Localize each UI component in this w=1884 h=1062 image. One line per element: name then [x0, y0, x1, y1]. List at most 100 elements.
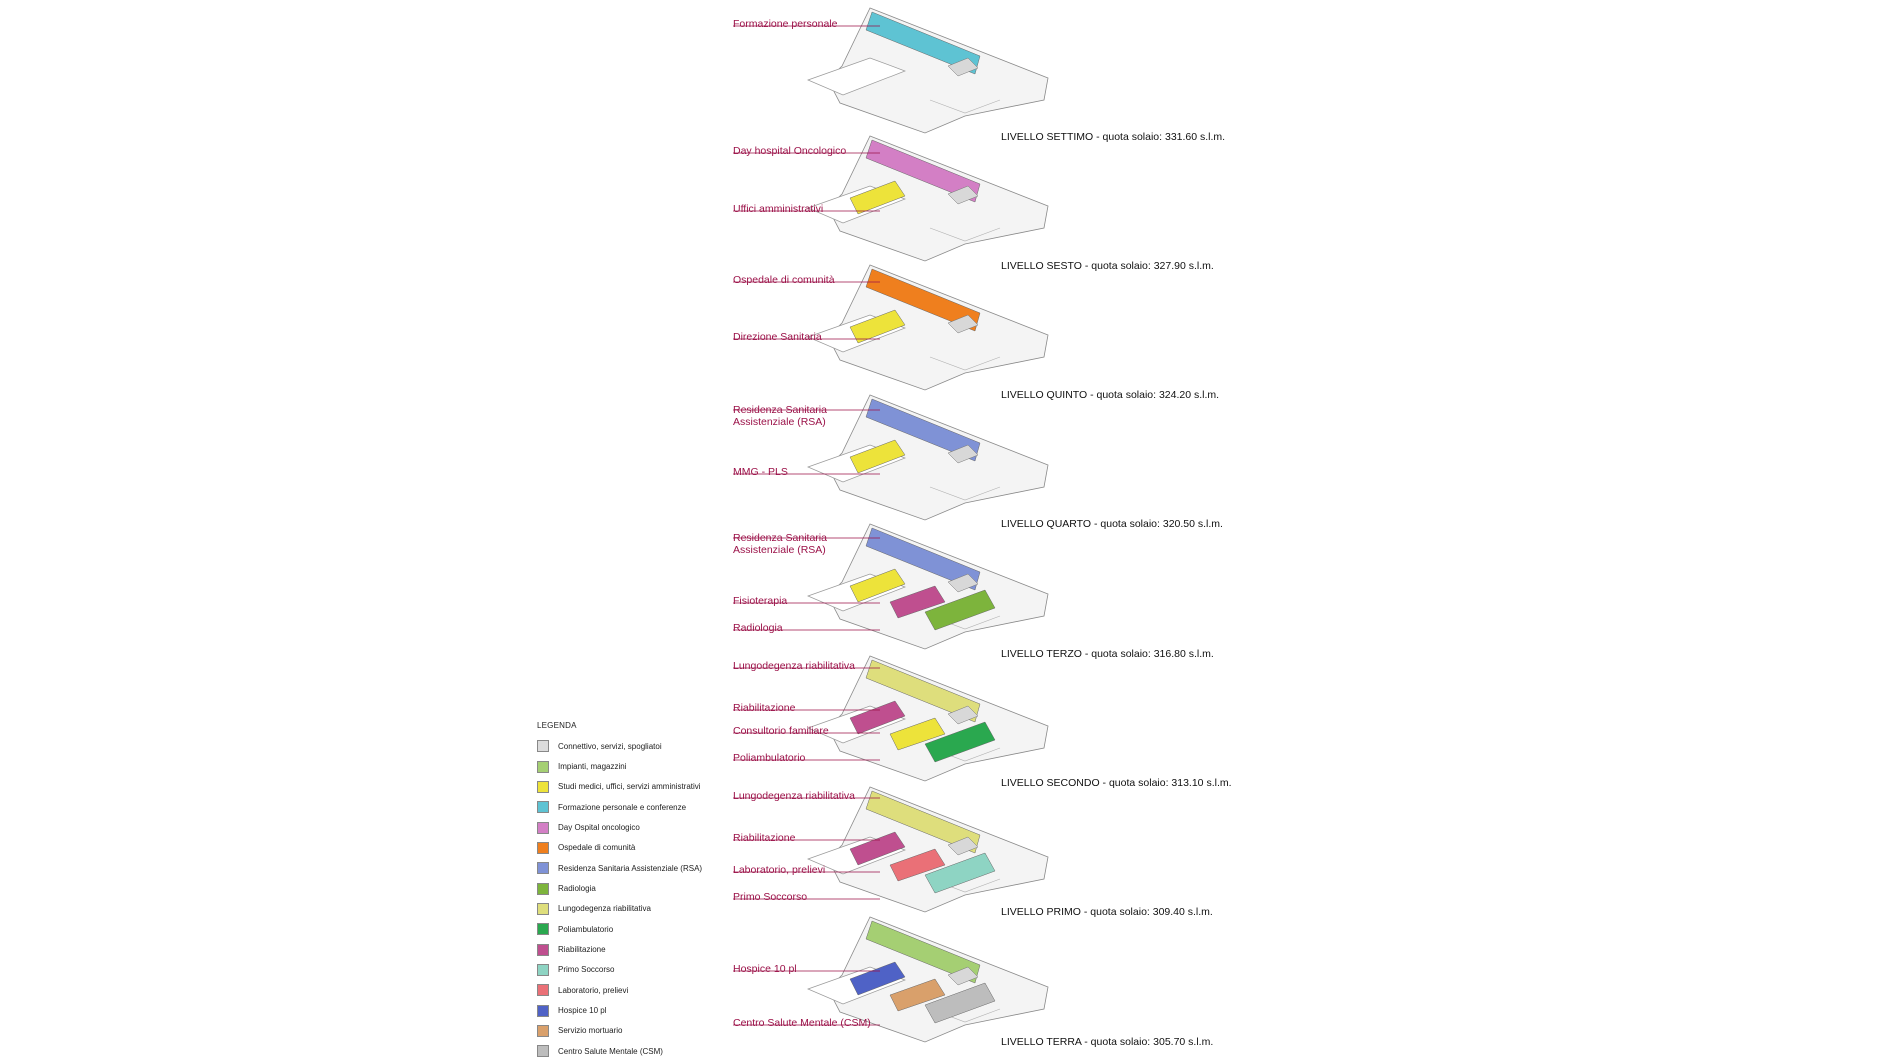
- service-core: [947, 573, 979, 593]
- legend-swatch: [537, 1004, 549, 1017]
- function-label: Formazione personale: [733, 18, 838, 30]
- legend-label: Poliambulatorio: [558, 924, 614, 934]
- function-label: Laboratorio, prelievi: [733, 864, 826, 876]
- level-caption: LIVELLO SETTIMO - quota solaio: 331.60 s…: [1001, 131, 1226, 143]
- service-core: [947, 57, 979, 77]
- legend-item: Ospedale di comunità: [537, 838, 727, 858]
- service-core: [947, 314, 979, 334]
- floor-line: [929, 356, 1001, 371]
- level-caption: LIVELLO TERZO - quota solaio: 316.80 s.l…: [1001, 648, 1214, 660]
- function-label: Residenza Sanitaria Assistenziale (RSA): [733, 404, 827, 428]
- legend-swatch: [537, 963, 549, 976]
- legend-swatch: [537, 902, 549, 915]
- legend-item: Laboratorio, prelievi: [537, 980, 727, 1000]
- legend-label: Hospice 10 pl: [558, 1006, 607, 1016]
- zone-block-secondary: [849, 180, 906, 215]
- function-label: Consultorio familiare: [733, 725, 829, 737]
- legend-item: Centro Salute Mentale (CSM): [537, 1041, 727, 1061]
- service-core: [947, 836, 979, 856]
- legend-label: Primo Soccorso: [558, 965, 615, 975]
- zone-block-secondary: [849, 439, 906, 474]
- function-label: Radiologia: [733, 622, 783, 634]
- level-caption: LIVELLO SECONDO - quota solaio: 313.10 s…: [1001, 777, 1232, 789]
- legend-label: Studi medici, uffici, servizi amministra…: [558, 782, 701, 792]
- function-label: Uffici amministrativi: [733, 203, 824, 215]
- zone-block-main: [865, 398, 981, 462]
- legend-swatch: [537, 760, 549, 773]
- legend-swatch: [537, 740, 549, 753]
- zone-block-main: [865, 527, 981, 591]
- legend-swatch: [537, 841, 549, 854]
- legend-swatch: [537, 821, 549, 834]
- function-label: Hospice 10 pl: [733, 963, 797, 975]
- legend-item: Primo Soccorso: [537, 960, 727, 980]
- legend-label: Servizio mortuario: [558, 1026, 623, 1036]
- function-label: Primo Soccorso: [733, 891, 808, 903]
- floor-wing: [807, 57, 906, 96]
- legend-label: Riabilitazione: [558, 945, 606, 955]
- legend-item: Day Ospital oncologico: [537, 817, 727, 837]
- zone-block-fourth: [924, 852, 996, 894]
- zone-block-main: [865, 659, 981, 723]
- zone-block-fourth: [924, 589, 996, 631]
- legend-label: Laboratorio, prelievi: [558, 985, 629, 995]
- legend-item: Formazione personale e conferenze: [537, 797, 727, 817]
- legend-item: Hospice 10 pl: [537, 1000, 727, 1020]
- floor-plan-4: [733, 523, 1049, 650]
- legend-swatch: [537, 1045, 549, 1058]
- zone-block-third: [889, 848, 946, 882]
- legend-swatch: [537, 943, 549, 956]
- function-label: Riabilitazione: [733, 832, 796, 844]
- legend-item: Connettivo, servizi, spogliatoi: [537, 736, 727, 756]
- legend-label: Connettivo, servizi, spogliatoi: [558, 741, 662, 751]
- zone-block-third: [889, 717, 946, 751]
- level-caption: LIVELLO QUINTO - quota solaio: 324.20 s.…: [1001, 389, 1220, 401]
- function-label: Ospedale di comunità: [733, 274, 835, 286]
- legend-swatch: [537, 984, 549, 997]
- function-label: Direzione Sanitaria: [733, 331, 822, 343]
- zone-block-main: [865, 920, 981, 984]
- legend-swatch: [537, 862, 549, 875]
- level-caption: LIVELLO QUARTO - quota solaio: 320.50 s.…: [1001, 518, 1223, 530]
- legend-item: Poliambulatorio: [537, 919, 727, 939]
- floor-plan-0: [733, 7, 1049, 134]
- floor-plan-1: [733, 135, 1049, 262]
- legend-label: Residenza Sanitaria Assistenziale (RSA): [558, 863, 703, 873]
- function-label: Riabilitazione: [733, 702, 796, 714]
- legend-swatch: [537, 882, 549, 895]
- legend-item: Impianti, magazzini: [537, 756, 727, 776]
- legend-item: Lungodegenza riabilitativa: [537, 899, 727, 919]
- floor-plan-5: [733, 655, 1049, 782]
- legend-swatch: [537, 780, 549, 793]
- function-label: Residenza Sanitaria Assistenziale (RSA): [733, 532, 827, 556]
- legend-item: Radiologia: [537, 878, 727, 898]
- function-label: Lungodegenza riabilitativa: [733, 660, 856, 672]
- function-label: Lungodegenza riabilitativa: [733, 790, 856, 802]
- function-label: Fisioterapia: [733, 595, 788, 607]
- service-core: [947, 185, 979, 205]
- floor-line: [929, 227, 1001, 242]
- zone-block-secondary: [849, 961, 906, 996]
- zone-block-fourth: [924, 721, 996, 763]
- zone-block-secondary: [849, 700, 906, 735]
- floor-line: [929, 486, 1001, 501]
- function-label: Day hospital Oncologico: [733, 145, 847, 157]
- floor-plan-7: [733, 916, 1049, 1043]
- level-caption: LIVELLO PRIMO - quota solaio: 309.40 s.l…: [1001, 906, 1213, 918]
- legend-item: Residenza Sanitaria Assistenziale (RSA): [537, 858, 727, 878]
- legend-item: Servizio mortuario: [537, 1021, 727, 1041]
- legend-swatch: [537, 801, 549, 814]
- floor-plan-3: [733, 394, 1049, 521]
- zone-block-secondary: [849, 309, 906, 344]
- legend-swatch: [537, 1024, 549, 1037]
- function-label: Centro Salute Mentale (CSM): [733, 1017, 871, 1029]
- function-label: MMG - PLS: [733, 466, 788, 478]
- service-core: [947, 966, 979, 986]
- service-core: [947, 705, 979, 725]
- legend-label: Formazione personale e conferenze: [558, 802, 687, 812]
- level-caption: LIVELLO SESTO - quota solaio: 327.90 s.l…: [1001, 260, 1214, 272]
- legend-swatch: [537, 923, 549, 936]
